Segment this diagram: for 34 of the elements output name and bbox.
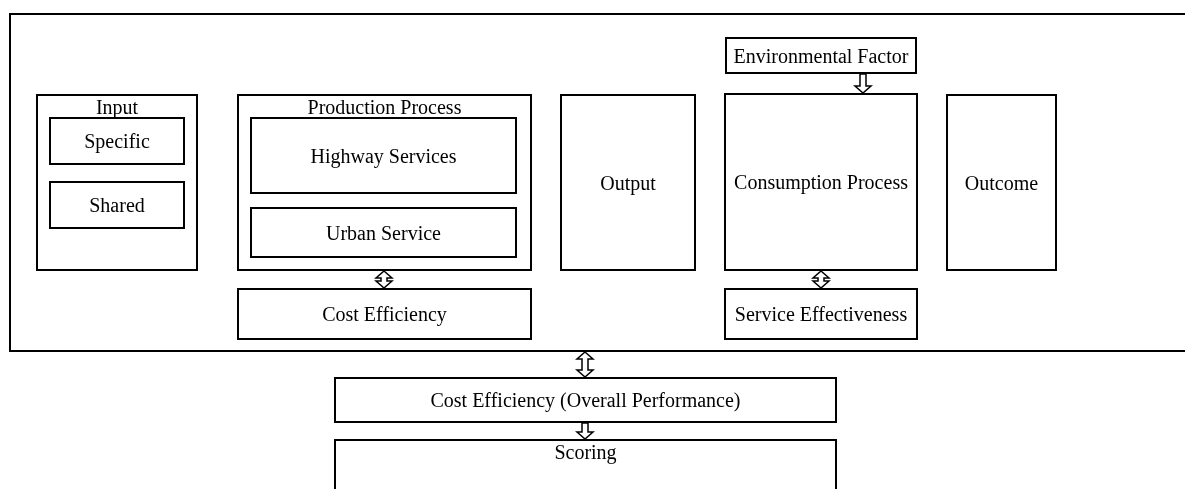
process-box (946, 94, 1057, 271)
box-label: Specific (83, 130, 151, 152)
process-box (49, 181, 185, 229)
box-label: Urban Service (325, 221, 442, 244)
process-box (237, 94, 532, 271)
group-frame (9, 13, 1185, 352)
process-box (334, 439, 837, 489)
block-arrow (811, 270, 831, 289)
box-label: Cost Efficiency (Overall Performance) (429, 389, 742, 411)
process-box (237, 288, 532, 340)
box-label: Cost Efficiency (321, 303, 448, 325)
process-box (334, 377, 837, 423)
process-box (724, 93, 918, 271)
process-box (725, 37, 917, 74)
box-label: Consumption Process (733, 171, 909, 193)
box-label: Output (599, 171, 657, 194)
box-label: Shared (88, 194, 146, 216)
process-box (250, 117, 517, 194)
process-box (36, 94, 198, 271)
process-box (560, 94, 696, 271)
block-arrow (853, 73, 873, 94)
box-label: Highway Services (309, 144, 458, 167)
box-label: Input (94, 96, 140, 118)
box-label: Scoring (553, 441, 618, 463)
box-label: Production Process (306, 96, 463, 118)
box-label: Environmental Factor (732, 44, 910, 67)
block-arrow (575, 422, 595, 440)
process-box (250, 207, 517, 258)
block-arrow (575, 351, 595, 378)
process-box (49, 117, 185, 165)
block-arrow (374, 270, 394, 289)
box-label: Service Effectiveness (733, 303, 909, 325)
box-label: Outcome (963, 171, 1040, 194)
process-box (724, 288, 918, 340)
